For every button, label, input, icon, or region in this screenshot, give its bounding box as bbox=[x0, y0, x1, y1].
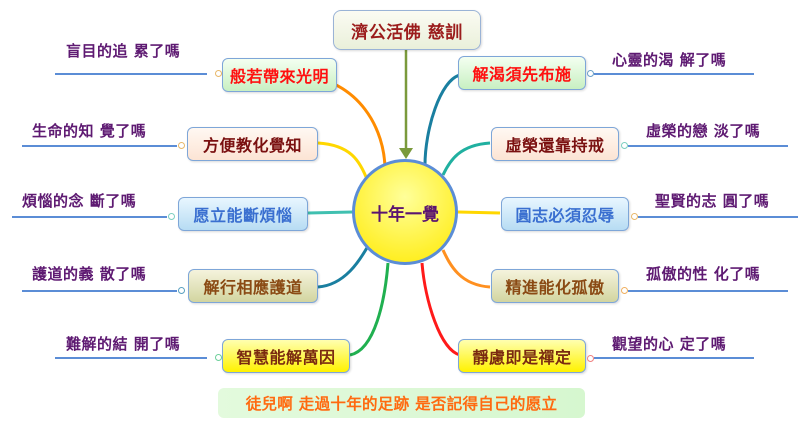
branch-node-left-3[interactable]: 解行相應護道 bbox=[188, 269, 318, 303]
branch-node-right-4[interactable]: 靜慮即是禪定 bbox=[458, 339, 586, 373]
leaf-line bbox=[628, 290, 788, 292]
branch-node-right-0[interactable]: 解渴須先布施 bbox=[458, 56, 586, 90]
leaf-text-left-4[interactable]: 難解的結 開了嗎 bbox=[66, 335, 181, 353]
leaf-line bbox=[594, 357, 754, 359]
branch-node-left-1[interactable]: 方便教化覺知 bbox=[187, 127, 318, 161]
branch-node-right-2[interactable]: 圓志必須忍辱 bbox=[501, 197, 629, 231]
collapse-knob-icon[interactable] bbox=[168, 213, 175, 220]
branch-node-right-3[interactable]: 精進能化孤傲 bbox=[491, 269, 619, 303]
branch-node-left-2[interactable]: 愿立能斷煩惱 bbox=[178, 197, 308, 231]
collapse-knob-icon[interactable] bbox=[215, 70, 222, 77]
collapse-knob-icon[interactable] bbox=[215, 354, 222, 361]
leaf-text-left-1[interactable]: 生命的知 覺了嗎 bbox=[32, 122, 147, 140]
collapse-knob-icon[interactable] bbox=[587, 70, 594, 77]
collapse-knob-icon[interactable] bbox=[178, 287, 185, 294]
leaf-text-right-0[interactable]: 心靈的渴 解了嗎 bbox=[612, 51, 727, 69]
collapse-knob-icon[interactable] bbox=[621, 142, 628, 149]
leaf-text-right-1[interactable]: 虛榮的戀 淡了嗎 bbox=[646, 122, 761, 140]
arrow-head-icon bbox=[399, 148, 413, 159]
leaf-line bbox=[638, 216, 798, 218]
leaf-text-left-2[interactable]: 煩惱的念 斷了嗎 bbox=[22, 192, 137, 210]
footer-callout[interactable]: 徒兒啊 走過十年的足跡 是否記得自己的愿立 bbox=[218, 388, 585, 418]
leaf-line bbox=[594, 73, 754, 75]
leaf-text-right-2[interactable]: 聖賢的志 圓了嗎 bbox=[655, 192, 770, 210]
leaf-line bbox=[22, 145, 177, 147]
leaf-line bbox=[12, 216, 167, 218]
branch-node-left-4[interactable]: 智慧能解萬因 bbox=[222, 339, 350, 373]
leaf-line bbox=[55, 357, 207, 359]
leaf-line bbox=[628, 145, 788, 147]
branch-node-left-0[interactable]: 般若帶來光明 bbox=[222, 58, 337, 92]
center-node[interactable]: 十年一覺 bbox=[352, 159, 458, 265]
leaf-text-left-0[interactable]: 盲目的追 累了嗎 bbox=[66, 42, 181, 60]
collapse-knob-icon[interactable] bbox=[621, 287, 628, 294]
leaf-line bbox=[22, 290, 177, 292]
collapse-knob-icon[interactable] bbox=[178, 142, 185, 149]
leaf-text-right-4[interactable]: 觀望的心 定了嗎 bbox=[612, 335, 727, 353]
title-node[interactable]: 濟公活佛 慈訓 bbox=[333, 10, 481, 50]
leaf-text-left-3[interactable]: 護道的義 散了嗎 bbox=[32, 265, 147, 283]
leaf-text-right-3[interactable]: 孤傲的性 化了嗎 bbox=[646, 265, 761, 283]
collapse-knob-icon[interactable] bbox=[631, 213, 638, 220]
leaf-line bbox=[55, 73, 207, 75]
collapse-knob-icon[interactable] bbox=[587, 355, 594, 362]
branch-node-right-1[interactable]: 虛榮還靠持戒 bbox=[491, 127, 619, 161]
